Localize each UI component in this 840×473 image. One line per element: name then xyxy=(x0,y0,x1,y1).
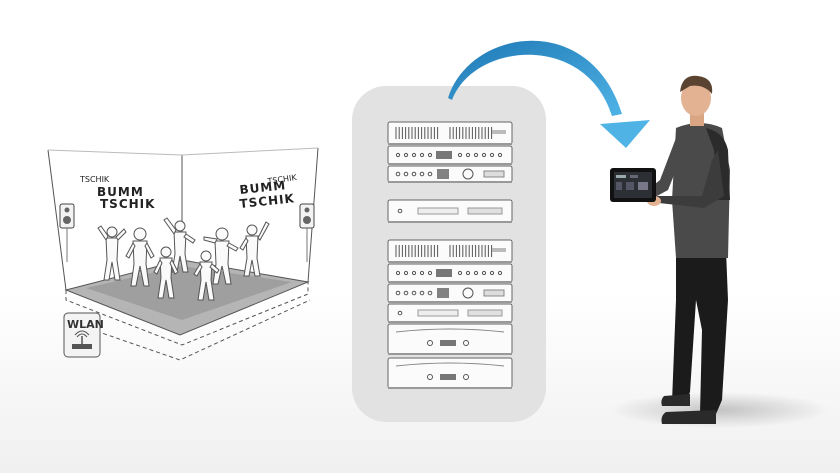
rack-unit xyxy=(387,165,513,183)
dancers-illustration xyxy=(97,217,270,301)
rack-unit xyxy=(387,303,513,323)
rack-unit xyxy=(387,199,513,223)
rack-units xyxy=(387,121,513,389)
tablet-icon xyxy=(610,168,656,202)
sound-word-left-big-2: TSCHIK xyxy=(100,197,155,211)
speaker-right-icon xyxy=(299,203,315,262)
rack-unit xyxy=(387,357,513,389)
person-with-tablet xyxy=(621,75,730,424)
sound-word-right-big-2: TSCHIK xyxy=(239,191,296,211)
rack-unit xyxy=(387,145,513,165)
rack-unit xyxy=(387,263,513,283)
sound-word-left-big-1: BUMM xyxy=(97,185,144,199)
speaker-left-icon xyxy=(59,203,75,262)
sound-word-right-small: TSCHIK xyxy=(266,173,298,186)
rack-unit xyxy=(387,283,513,303)
wlan-router-icon: WLAN xyxy=(63,312,104,358)
rack-unit xyxy=(387,121,513,145)
rack-unit xyxy=(387,323,513,355)
wlan-label: WLAN xyxy=(67,318,104,331)
curved-arrow-icon xyxy=(448,40,650,148)
sound-word-right-big-1: BUMM xyxy=(239,178,287,197)
rack-unit xyxy=(387,239,513,263)
sound-word-left-small: TSCHIK xyxy=(79,175,110,184)
